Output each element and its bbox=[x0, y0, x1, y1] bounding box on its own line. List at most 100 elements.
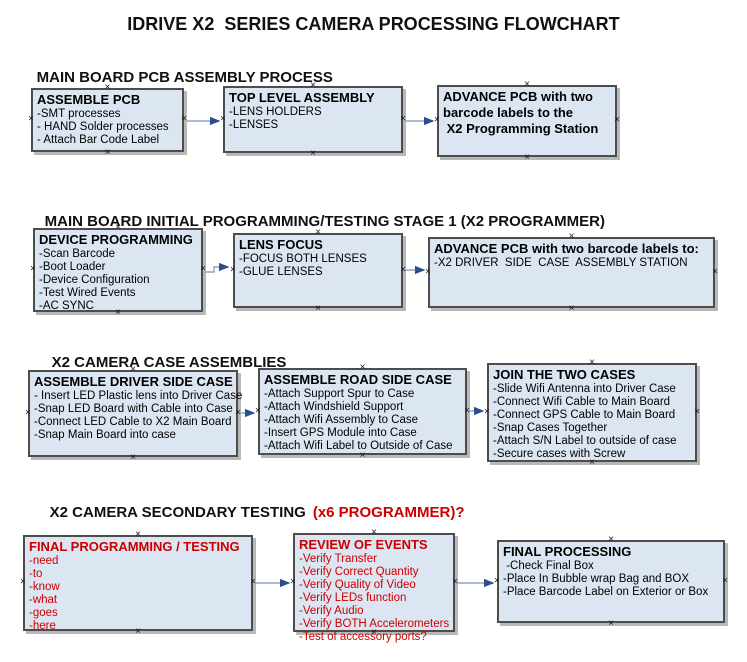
flow-box-final-processing: FINAL PROCESSING -Check Final Box -Place… bbox=[497, 540, 725, 623]
connection-point-icon bbox=[608, 619, 614, 629]
connection-point-icon bbox=[310, 81, 316, 91]
box-item: -Snap LED Board with Cable into Case bbox=[34, 403, 233, 415]
connection-point-icon bbox=[230, 265, 236, 275]
flow-box-advance-pcb-programming-station: ADVANCE PCB with two barcode labels to t… bbox=[437, 85, 617, 157]
box-title: JOIN THE TWO CASES bbox=[493, 367, 636, 382]
box-item: -Device Configuration bbox=[39, 274, 150, 286]
connection-point-icon bbox=[20, 578, 26, 588]
box-item: -Verify BOTH Accelerometers bbox=[299, 618, 450, 630]
connection-point-icon bbox=[434, 116, 440, 126]
connection-point-icon bbox=[569, 232, 575, 242]
box-title-line: ADVANCE PCB with two bbox=[443, 89, 593, 104]
connection-point-icon bbox=[220, 114, 226, 124]
box-item: -LENS HOLDERS bbox=[229, 106, 322, 118]
box-title: TOP LEVEL ASSEMBLY bbox=[229, 90, 375, 105]
box-title: FINAL PROGRAMMING / TESTING bbox=[29, 539, 240, 554]
box-item: -Verify Audio bbox=[299, 605, 364, 617]
connection-point-icon bbox=[200, 265, 206, 275]
box-item: -Check Final Box bbox=[503, 560, 594, 572]
box-item: -Verify Correct Quantity bbox=[299, 566, 419, 578]
flow-box-advance-pcb-driver-side-station: ADVANCE PCB with two barcode labels to: … bbox=[428, 237, 715, 308]
connection-point-icon bbox=[315, 304, 321, 314]
connection-point-icon bbox=[371, 528, 377, 538]
box-item: - Attach Bar Code Label bbox=[37, 134, 160, 146]
connection-point-icon bbox=[250, 578, 256, 588]
box-item: -to bbox=[29, 568, 43, 580]
connection-point-icon bbox=[115, 308, 121, 318]
connection-point-icon bbox=[130, 365, 136, 375]
box-item: -know bbox=[29, 581, 60, 593]
connection-point-icon bbox=[484, 407, 490, 417]
box-title: DEVICE PROGRAMMING bbox=[39, 232, 193, 247]
connection-point-icon bbox=[694, 407, 700, 417]
connection-point-icon bbox=[452, 577, 458, 587]
connection-point-icon bbox=[589, 458, 595, 468]
box-title: ADVANCE PCB with two barcode labels to: bbox=[434, 241, 699, 256]
box-item: -GLUE LENSES bbox=[239, 266, 323, 278]
connection-point-icon bbox=[310, 149, 316, 159]
page-title: IDRIVE X2 SERIES CAMERA PROCESSING FLOWC… bbox=[127, 14, 620, 34]
box-item: -AC SYNC bbox=[39, 300, 94, 312]
connection-point-icon bbox=[290, 577, 296, 587]
connection-point-icon bbox=[524, 153, 530, 163]
connection-point-icon bbox=[569, 304, 575, 314]
connection-point-icon bbox=[25, 408, 31, 418]
connection-point-icon bbox=[135, 530, 141, 540]
connection-point-icon bbox=[235, 408, 241, 418]
box-item: -what bbox=[29, 594, 58, 606]
section-heading-red-text: (x6 PROGRAMMER)? bbox=[312, 504, 465, 521]
box-item: -Attach S/N Label to outside of case bbox=[493, 435, 677, 447]
box-title-line: X2 Programming Station bbox=[443, 121, 599, 136]
connection-point-icon bbox=[371, 628, 377, 638]
box-item: -here bbox=[29, 620, 56, 632]
connection-point-icon bbox=[614, 116, 620, 126]
box-item: - Insert LED Plastic lens into Driver Ca… bbox=[34, 390, 243, 402]
flow-box-assemble-road-side-case: ASSEMBLE ROAD SIDE CASE -Attach Support … bbox=[258, 368, 467, 455]
section-heading-case-assemblies: X2 CAMERA CASE ASSEMBLIES bbox=[35, 337, 287, 388]
connection-point-icon bbox=[105, 148, 111, 158]
box-item: -Test of accessory ports? bbox=[299, 631, 427, 643]
flow-box-assemble-driver-side-case: ASSEMBLE DRIVER SIDE CASE - Insert LED P… bbox=[25, 370, 243, 457]
box-item: -Secure cases with Screw bbox=[493, 448, 626, 460]
box-item: -FOCUS BOTH LENSES bbox=[239, 253, 367, 265]
flow-box-top-level-assembly: TOP LEVEL ASSEMBLY -LENS HOLDERS -LENSES bbox=[223, 86, 403, 153]
box-item: -Connect GPS Cable to Main Board bbox=[493, 409, 676, 421]
connector-arrow bbox=[205, 262, 230, 273]
box-title: ASSEMBLE PCB bbox=[37, 92, 141, 107]
connection-point-icon bbox=[360, 451, 366, 461]
box-item: -Insert GPS Module into Case bbox=[264, 427, 417, 439]
section-heading-pcb-assembly: MAIN BOARD PCB ASSEMBLY PROCESS bbox=[20, 52, 333, 103]
connection-point-icon bbox=[464, 406, 470, 416]
box-item: -LENSES bbox=[229, 119, 279, 131]
flow-box-device-programming: DEVICE PROGRAMMING -Scan Barcode -Boot L… bbox=[33, 228, 203, 312]
box-item: -goes bbox=[29, 607, 58, 619]
connection-point-icon bbox=[722, 576, 728, 586]
box-item: -Scan Barcode bbox=[39, 248, 116, 260]
connection-point-icon bbox=[315, 228, 321, 238]
box-title: ASSEMBLE DRIVER SIDE CASE bbox=[34, 374, 233, 389]
connection-point-icon bbox=[105, 83, 111, 93]
section-heading-text: MAIN BOARD PCB ASSEMBLY PROCESS bbox=[36, 69, 333, 86]
section-heading-text: X2 CAMERA SECONDARY TESTING bbox=[49, 504, 306, 521]
connection-point-icon bbox=[360, 363, 366, 373]
box-item: -Verify LEDs function bbox=[299, 592, 407, 604]
box-title: REVIEW OF EVENTS bbox=[299, 537, 428, 552]
box-item: -Slide Wifi Antenna into Driver Case bbox=[493, 383, 676, 395]
connection-point-icon bbox=[115, 223, 121, 233]
box-title: ASSEMBLE ROAD SIDE CASE bbox=[264, 372, 452, 387]
connection-point-icon bbox=[30, 265, 36, 275]
box-item: -Snap Main Board into case bbox=[34, 429, 176, 441]
box-item: -Place In Bubble wrap Bag and BOX bbox=[503, 573, 690, 585]
flow-box-lens-focus: LENS FOCUS -FOCUS BOTH LENSES -GLUE LENS… bbox=[233, 233, 403, 308]
connection-point-icon bbox=[400, 265, 406, 275]
flow-box-review-of-events: REVIEW OF EVENTS -Verify Transfer -Verif… bbox=[290, 533, 458, 643]
box-item: -Attach Windshield Support bbox=[264, 401, 404, 413]
connection-point-icon bbox=[135, 627, 141, 637]
box-title: LENS FOCUS bbox=[239, 237, 323, 252]
box-item: -need bbox=[29, 555, 59, 567]
box-item: -Boot Loader bbox=[39, 261, 106, 273]
box-item: -Connect LED Cable to X2 Main Board bbox=[34, 416, 232, 428]
box-item: - HAND Solder processes bbox=[37, 121, 169, 133]
box-item: -SMT processes bbox=[37, 108, 121, 120]
